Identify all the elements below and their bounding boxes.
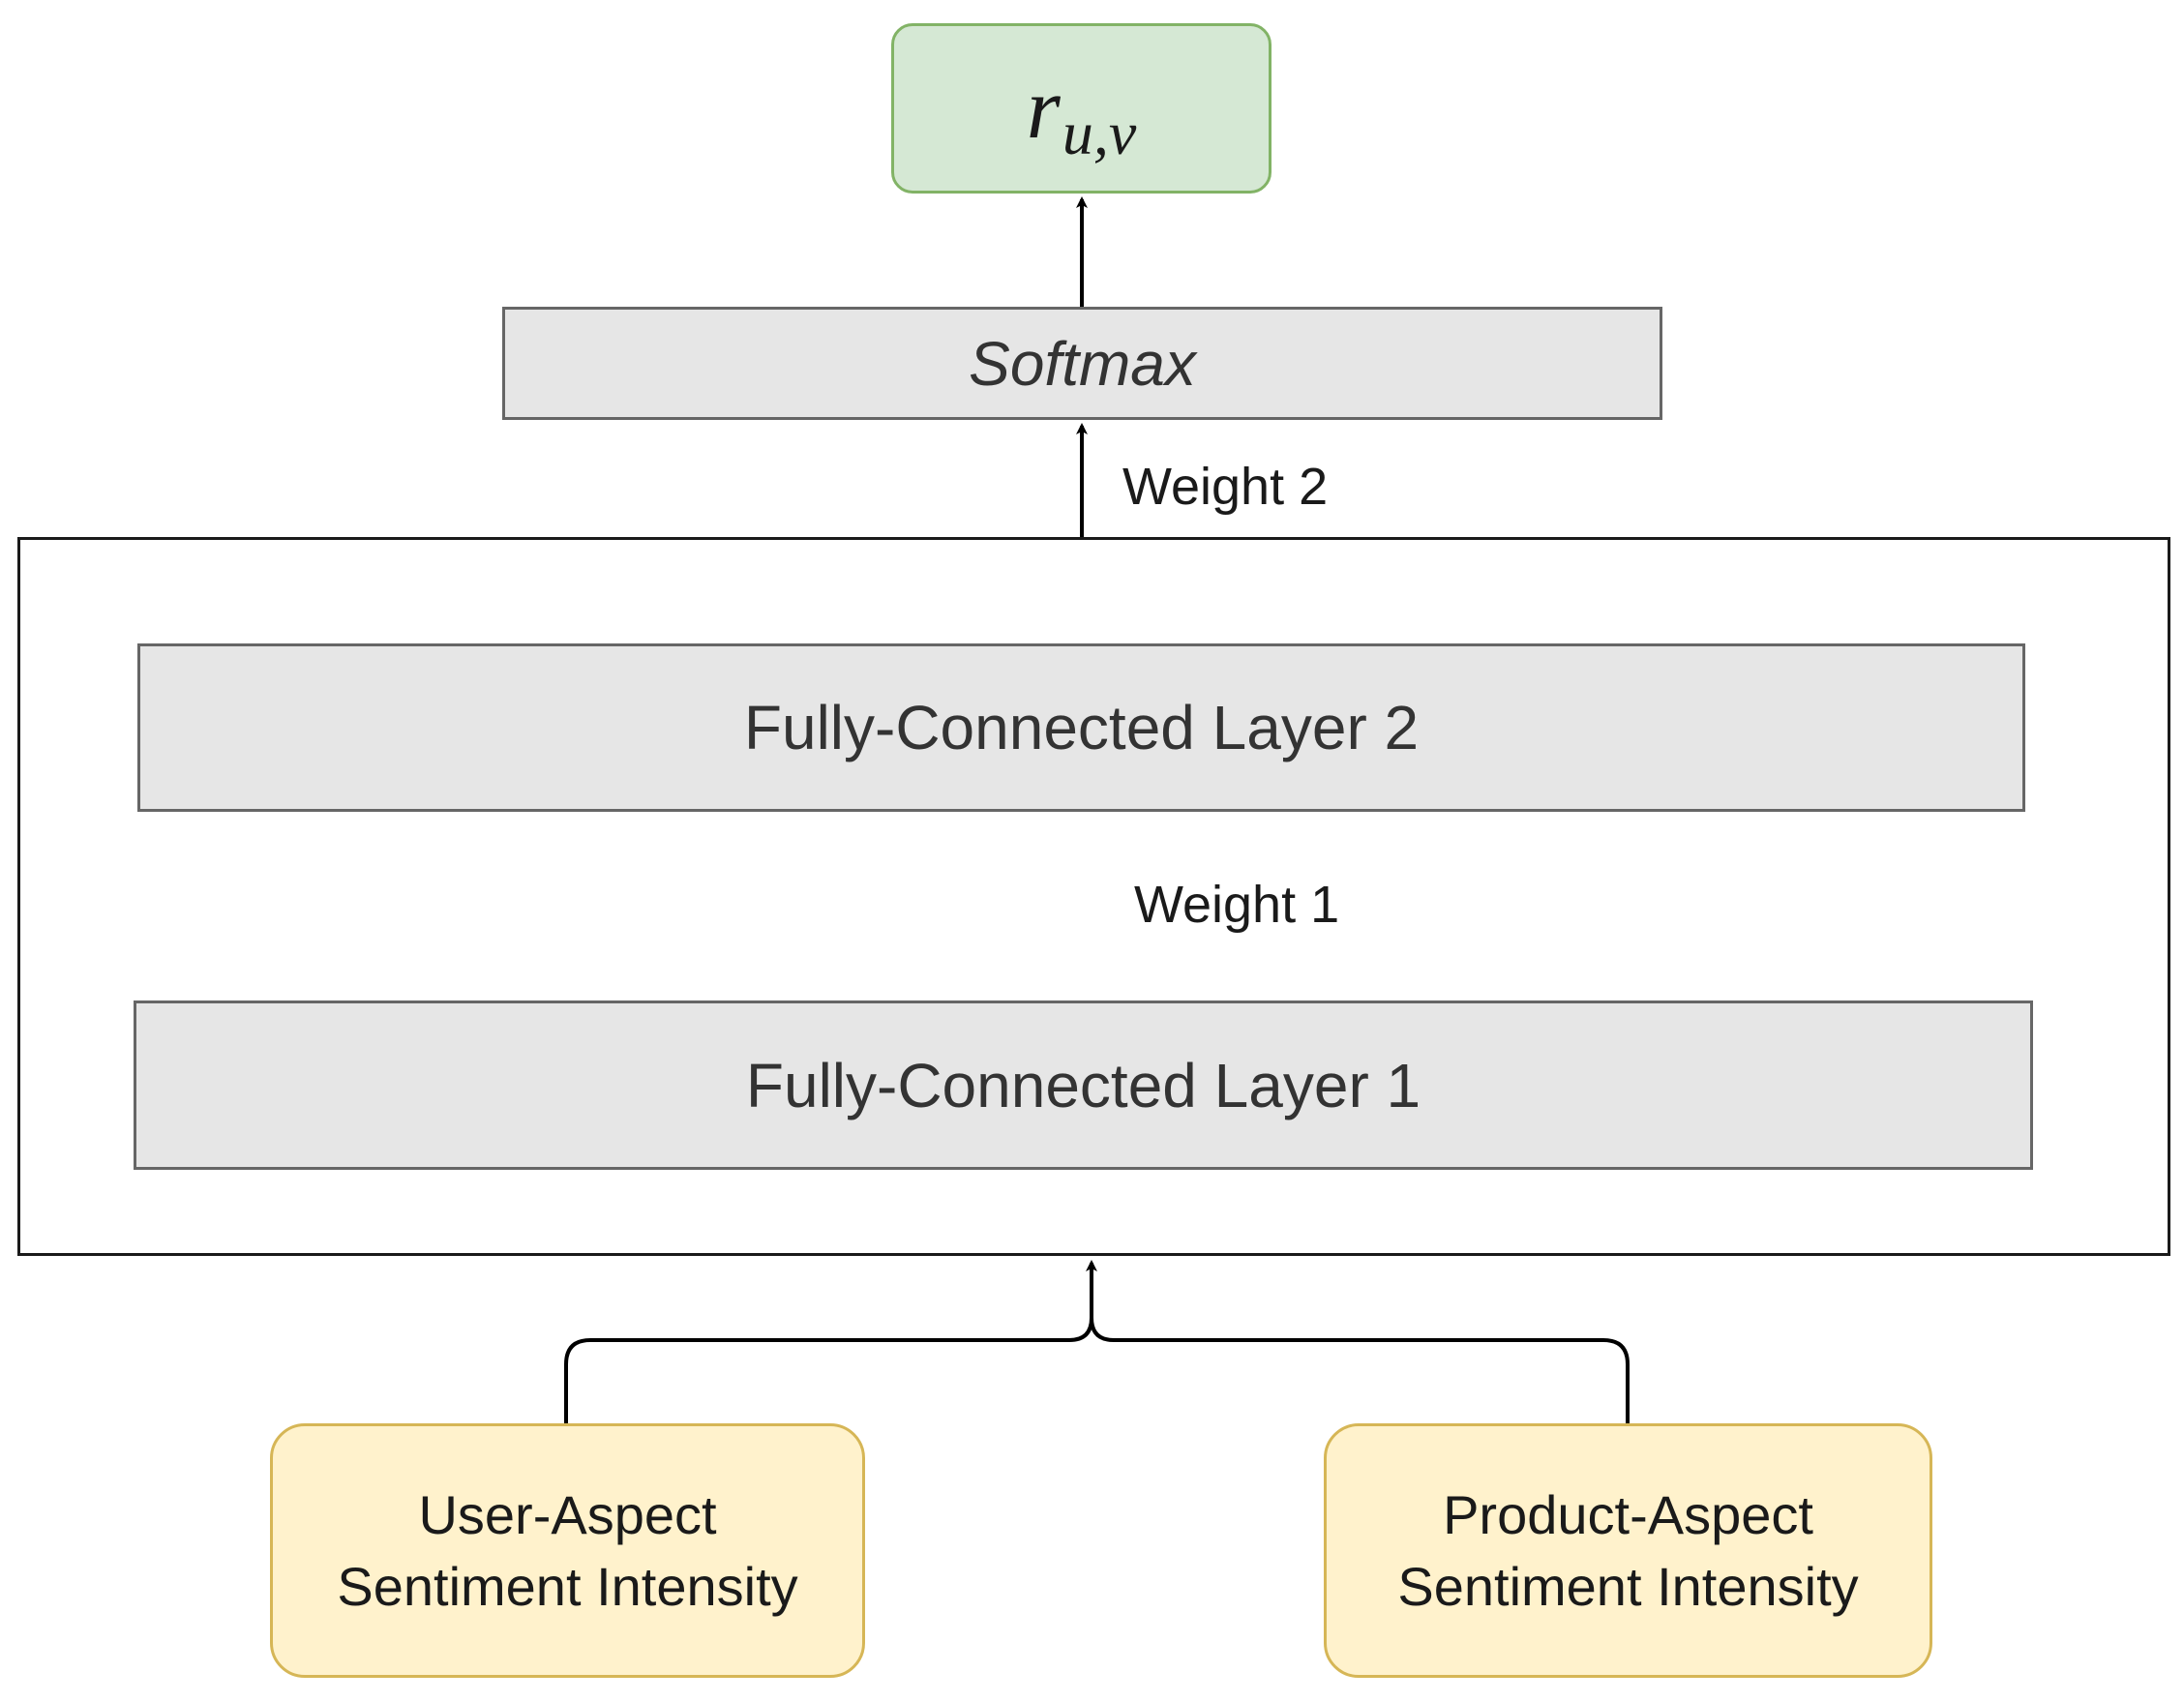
fully-connected-layer-1: Fully-Connected Layer 1 xyxy=(134,1000,2033,1170)
fully-connected-layer-2: Fully-Connected Layer 2 xyxy=(137,643,2025,812)
arrow-product-input-to-layers xyxy=(1090,1317,1630,1423)
output-symbol: r xyxy=(1026,60,1061,157)
product-input-line2: Sentiment Intensity xyxy=(1397,1555,1859,1617)
arrow-user-input-to-layers xyxy=(564,1260,1097,1423)
softmax-layer: Softmax xyxy=(502,307,1662,420)
output-subscript: u,v xyxy=(1062,99,1137,167)
user-aspect-input-node: User-Aspect Sentiment Intensity xyxy=(270,1423,865,1678)
weight-1-label: Weight 1 xyxy=(1134,876,1340,934)
softmax-label: Softmax xyxy=(969,328,1196,399)
user-input-line1: User-Aspect xyxy=(418,1483,717,1545)
fc2-label: Fully-Connected Layer 2 xyxy=(743,693,1420,762)
product-input-line1: Product-Aspect xyxy=(1443,1483,1813,1545)
product-aspect-input-node: Product-Aspect Sentiment Intensity xyxy=(1324,1423,1932,1678)
fc1-label: Fully-Connected Layer 1 xyxy=(745,1050,1421,1120)
user-input-line2: Sentiment Intensity xyxy=(337,1555,798,1617)
weight-2-label: Weight 2 xyxy=(1122,458,1329,516)
